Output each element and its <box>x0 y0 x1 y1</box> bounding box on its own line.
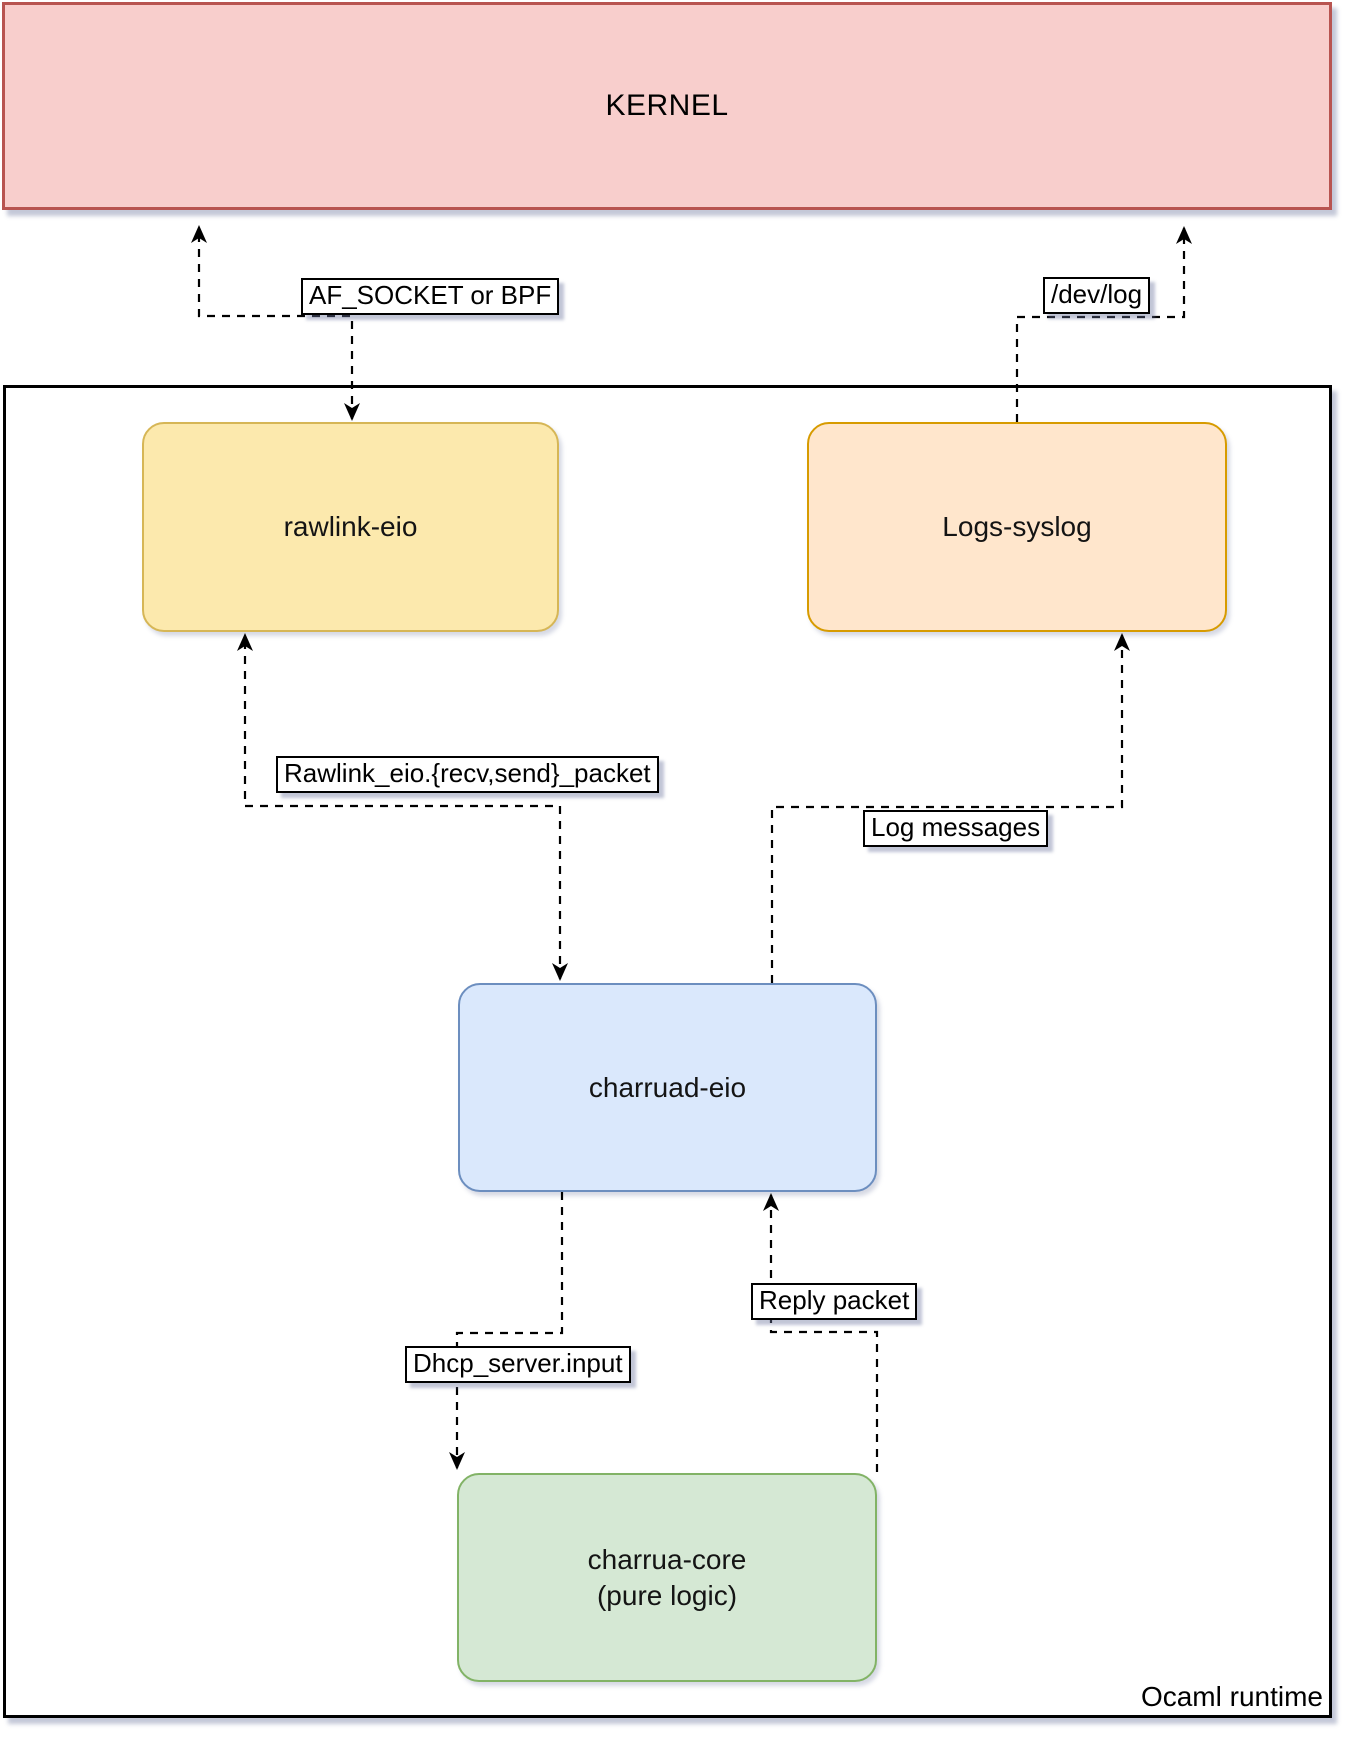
edge-label-af-socket: AF_SOCKET or BPF <box>301 278 560 315</box>
kernel-box: KERNEL <box>2 2 1332 210</box>
edge-label-dev-log: /dev/log <box>1043 277 1151 314</box>
node-charruad-eio-label: charruad-eio <box>588 1071 747 1103</box>
kernel-label: KERNEL <box>605 89 729 122</box>
edge-label-rawlink-api: Rawlink_eio.{recv,send}_packet <box>276 756 659 793</box>
node-charrua-core-label-line2: (pure logic) <box>596 1579 738 1611</box>
node-charruad-eio: charruad-eio <box>458 983 877 1192</box>
ocaml-runtime-label: Ocaml runtime <box>1140 1681 1323 1712</box>
node-rawlink-eio: rawlink-eio <box>142 422 559 632</box>
node-charrua-core: charrua-core (pure logic) <box>457 1473 877 1682</box>
node-charrua-core-label-line1: charrua-core <box>587 1543 747 1575</box>
edge-label-dhcp-input: Dhcp_server.input <box>405 1346 631 1383</box>
node-rawlink-eio-label: rawlink-eio <box>283 511 418 542</box>
node-logs-syslog: Logs-syslog <box>807 422 1227 632</box>
edge-label-log-messages: Log messages <box>863 810 1049 847</box>
edge-label-reply-packet: Reply packet <box>751 1283 918 1320</box>
node-logs-syslog-label: Logs-syslog <box>942 511 1092 542</box>
